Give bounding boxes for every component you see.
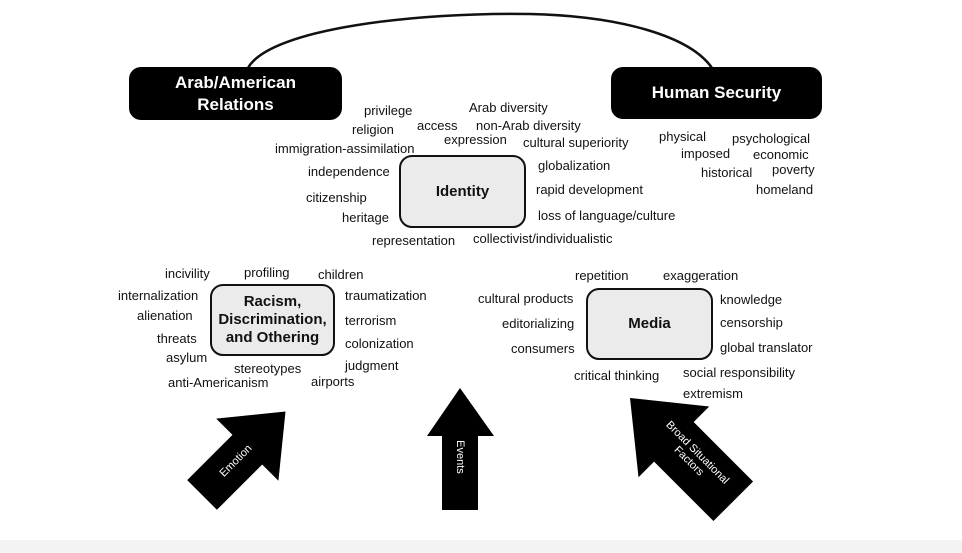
racism-term: incivility	[165, 266, 210, 281]
header-human-security: Human Security	[611, 67, 822, 119]
identity-term: heritage	[342, 210, 389, 225]
media-term: social responsibility	[683, 365, 795, 380]
racism-term: colonization	[345, 336, 414, 351]
racism-term: children	[318, 267, 364, 282]
identity-term: loss of language/culture	[538, 208, 676, 223]
identity-term: privilege	[364, 103, 413, 118]
concept-racism-discrimination-othering: Racism, Discrimination, and Othering	[210, 284, 335, 356]
identity-term: Arab diversity	[469, 100, 548, 115]
identity-term: independence	[308, 164, 390, 179]
media-term: repetition	[575, 268, 629, 283]
identity-term: access	[417, 118, 458, 133]
media-term: cultural products	[478, 291, 574, 306]
security-term: psychological	[732, 131, 811, 146]
bottom-band	[0, 540, 962, 553]
media-term: consumers	[511, 341, 575, 356]
racism-term: anti-Americanism	[168, 375, 269, 390]
identity-term: citizenship	[306, 190, 367, 205]
identity-term: non-Arab diversity	[476, 118, 581, 133]
media-term: exaggeration	[663, 268, 739, 283]
security-term: economic	[753, 147, 809, 162]
security-term: homeland	[756, 182, 814, 197]
header-arab-american-relations: Arab/American Relations	[129, 67, 342, 120]
racism-term: airports	[311, 374, 355, 389]
racism-term: asylum	[166, 350, 208, 365]
security-term: physical	[659, 129, 706, 144]
media-term: knowledge	[720, 292, 783, 307]
security-term: poverty	[772, 162, 815, 177]
concept-racism-label: Racism, Discrimination, and Othering	[218, 293, 327, 346]
racism-term: stereotypes	[234, 361, 302, 376]
security-term: historical	[701, 165, 753, 180]
concept-media: Media	[586, 288, 713, 360]
racism-term: profiling	[244, 265, 290, 280]
racism-term: traumatization	[345, 288, 427, 303]
racism-term: terrorism	[345, 313, 397, 328]
identity-term: immigration-assimilation	[275, 141, 415, 156]
concept-identity-label: Identity	[435, 182, 490, 200]
identity-term: rapid development	[536, 182, 643, 197]
security-term: imposed	[681, 146, 731, 161]
media-term: extremism	[683, 386, 743, 401]
racism-term: internalization	[118, 288, 199, 303]
media-term: censorship	[720, 315, 783, 330]
racism-term: threats	[157, 331, 197, 346]
identity-term: expression	[444, 132, 507, 147]
media-term: critical thinking	[574, 368, 660, 383]
concept-identity: Identity	[399, 155, 526, 228]
racism-term: alienation	[137, 308, 193, 323]
identity-term: collectivist/individualistic	[473, 231, 613, 246]
media-term: editorializing	[502, 316, 575, 331]
media-term: global translator	[720, 340, 813, 355]
identity-term: globalization	[538, 158, 611, 173]
identity-term: religion	[352, 122, 394, 137]
identity-term: cultural superiority	[523, 135, 629, 150]
header-arab-american-relations-label: Arab/American Relations	[175, 72, 296, 114]
concept-media-label: Media	[628, 315, 671, 332]
identity-term: representation	[372, 233, 456, 248]
header-human-security-label: Human Security	[651, 83, 782, 102]
racism-term: judgment	[345, 358, 399, 373]
